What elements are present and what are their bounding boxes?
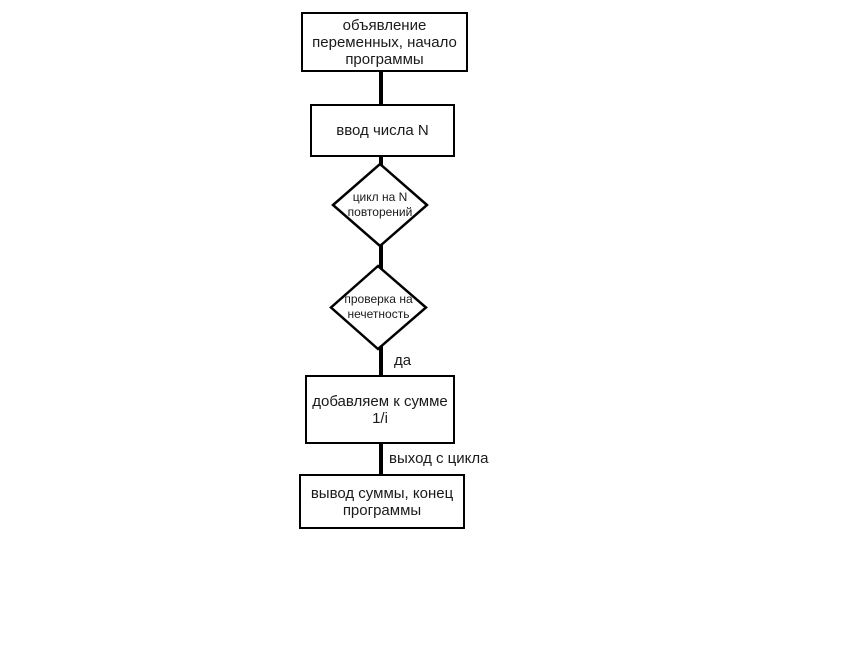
node-input-text-line: ввод числа N [336, 122, 429, 139]
node-start-text-line: программы [345, 50, 424, 68]
loop-diamond-shape [331, 162, 429, 248]
node-add-sum: добавляем к сумме 1/i [305, 375, 455, 444]
node-odd-check-decision-label: проверка на нечетность [331, 292, 426, 322]
odd-check-diamond-shape [329, 264, 428, 351]
node-end-text-line: программы [342, 501, 422, 519]
node-input: ввод числа N [310, 104, 455, 157]
node-odd-check-text-line: нечетность [347, 307, 410, 321]
node-end: вывод суммы, конец программы [299, 474, 465, 529]
node-start-text-line: объявление [342, 16, 427, 34]
node-start: объявление переменных, начало программы [301, 12, 468, 72]
node-loop-decision-label: цикл на N повторений [333, 190, 427, 220]
node-start-text-line: переменных, начало [312, 33, 457, 51]
node-odd-check-text-line: проверка на [344, 292, 413, 306]
edge-label-yes: да [394, 352, 412, 369]
node-loop-text-line: повторений [347, 205, 413, 219]
node-add-sum-text-line: добавляем к сумме [312, 392, 448, 410]
node-add-sum-text-line: 1/i [372, 409, 388, 427]
edge-label-loop-exit: выход с цикла [389, 450, 489, 467]
node-loop-text-line: цикл на N [352, 190, 408, 204]
node-end-text-line: вывод суммы, конец [310, 484, 454, 502]
